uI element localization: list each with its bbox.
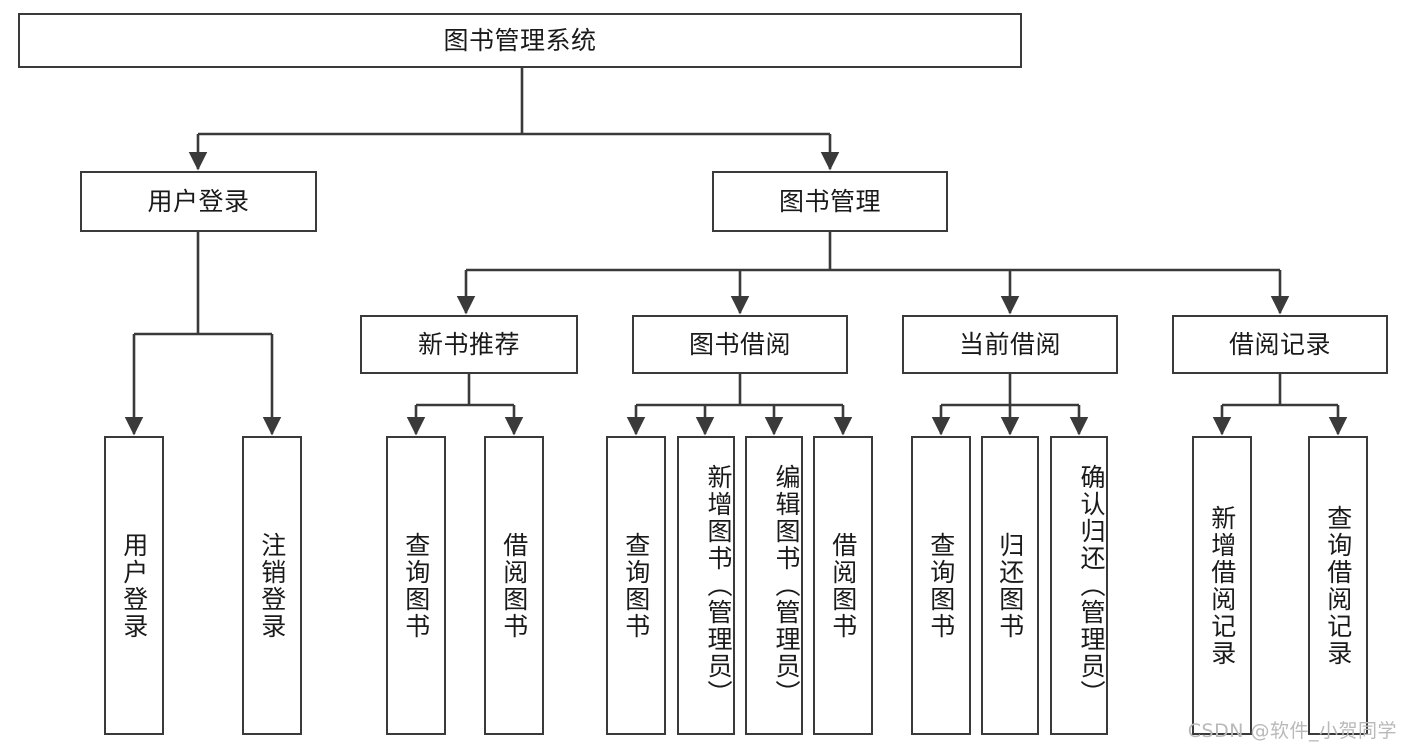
node-leaf-query-book-current-label: 查询图书 (926, 531, 956, 640)
node-leaf-query-book-new[interactable]: 查询图书 (386, 436, 446, 735)
node-leaf-add-book-label: 新增图书（管理员） (704, 464, 733, 707)
node-leaf-user-login-label: 用户登录 (119, 531, 149, 640)
node-leaf-return-book-label: 归还图书 (995, 531, 1025, 640)
node-user-login[interactable]: 用户登录 (80, 171, 317, 232)
node-leaf-borrow-book-new-label: 借阅图书 (499, 531, 529, 640)
node-user-login-label: 用户登录 (147, 186, 250, 216)
watermark-text: CSDN @软件_小贺同学 (1187, 720, 1397, 742)
node-root-label: 图书管理系统 (443, 25, 597, 55)
node-root[interactable]: 图书管理系统 (18, 13, 1022, 68)
node-leaf-query-borrow-record-label: 查询借阅记录 (1323, 504, 1353, 667)
node-leaf-logout-label: 注销登录 (257, 531, 287, 640)
node-new-book-recommend-label: 新书推荐 (417, 329, 520, 359)
node-leaf-query-book-new-label: 查询图书 (401, 531, 431, 640)
node-leaf-add-borrow-record-label: 新增借阅记录 (1207, 504, 1237, 667)
node-leaf-borrow-book-new[interactable]: 借阅图书 (484, 436, 544, 735)
node-book-borrow[interactable]: 图书借阅 (632, 315, 848, 374)
node-book-borrow-label: 图书借阅 (688, 329, 791, 359)
node-current-borrow-label: 当前借阅 (958, 329, 1061, 359)
node-leaf-edit-book[interactable]: 编辑图书（管理员） (745, 436, 803, 735)
node-leaf-query-book-borrow-label: 查询图书 (621, 531, 651, 640)
node-leaf-logout[interactable]: 注销登录 (242, 436, 302, 735)
node-leaf-query-book-current[interactable]: 查询图书 (911, 436, 971, 735)
node-current-borrow[interactable]: 当前借阅 (902, 315, 1118, 374)
node-leaf-add-book[interactable]: 新增图书（管理员） (677, 436, 735, 735)
node-borrow-record[interactable]: 借阅记录 (1172, 315, 1388, 374)
node-leaf-add-borrow-record[interactable]: 新增借阅记录 (1192, 436, 1252, 735)
node-borrow-record-label: 借阅记录 (1228, 329, 1331, 359)
node-leaf-return-book[interactable]: 归还图书 (981, 436, 1039, 735)
node-new-book-recommend[interactable]: 新书推荐 (360, 315, 578, 374)
node-book-management[interactable]: 图书管理 (712, 171, 948, 232)
node-leaf-borrow-book[interactable]: 借阅图书 (813, 436, 873, 735)
node-leaf-query-book-borrow[interactable]: 查询图书 (606, 436, 666, 735)
node-leaf-query-borrow-record[interactable]: 查询借阅记录 (1308, 436, 1368, 735)
node-leaf-borrow-book-label: 借阅图书 (828, 531, 858, 640)
node-book-management-label: 图书管理 (778, 186, 881, 216)
node-leaf-confirm-return-label: 确认归还（管理员） (1077, 464, 1106, 707)
node-leaf-confirm-return[interactable]: 确认归还（管理员） (1050, 436, 1108, 735)
node-leaf-user-login[interactable]: 用户登录 (104, 436, 164, 735)
node-leaf-edit-book-label: 编辑图书（管理员） (772, 464, 801, 707)
